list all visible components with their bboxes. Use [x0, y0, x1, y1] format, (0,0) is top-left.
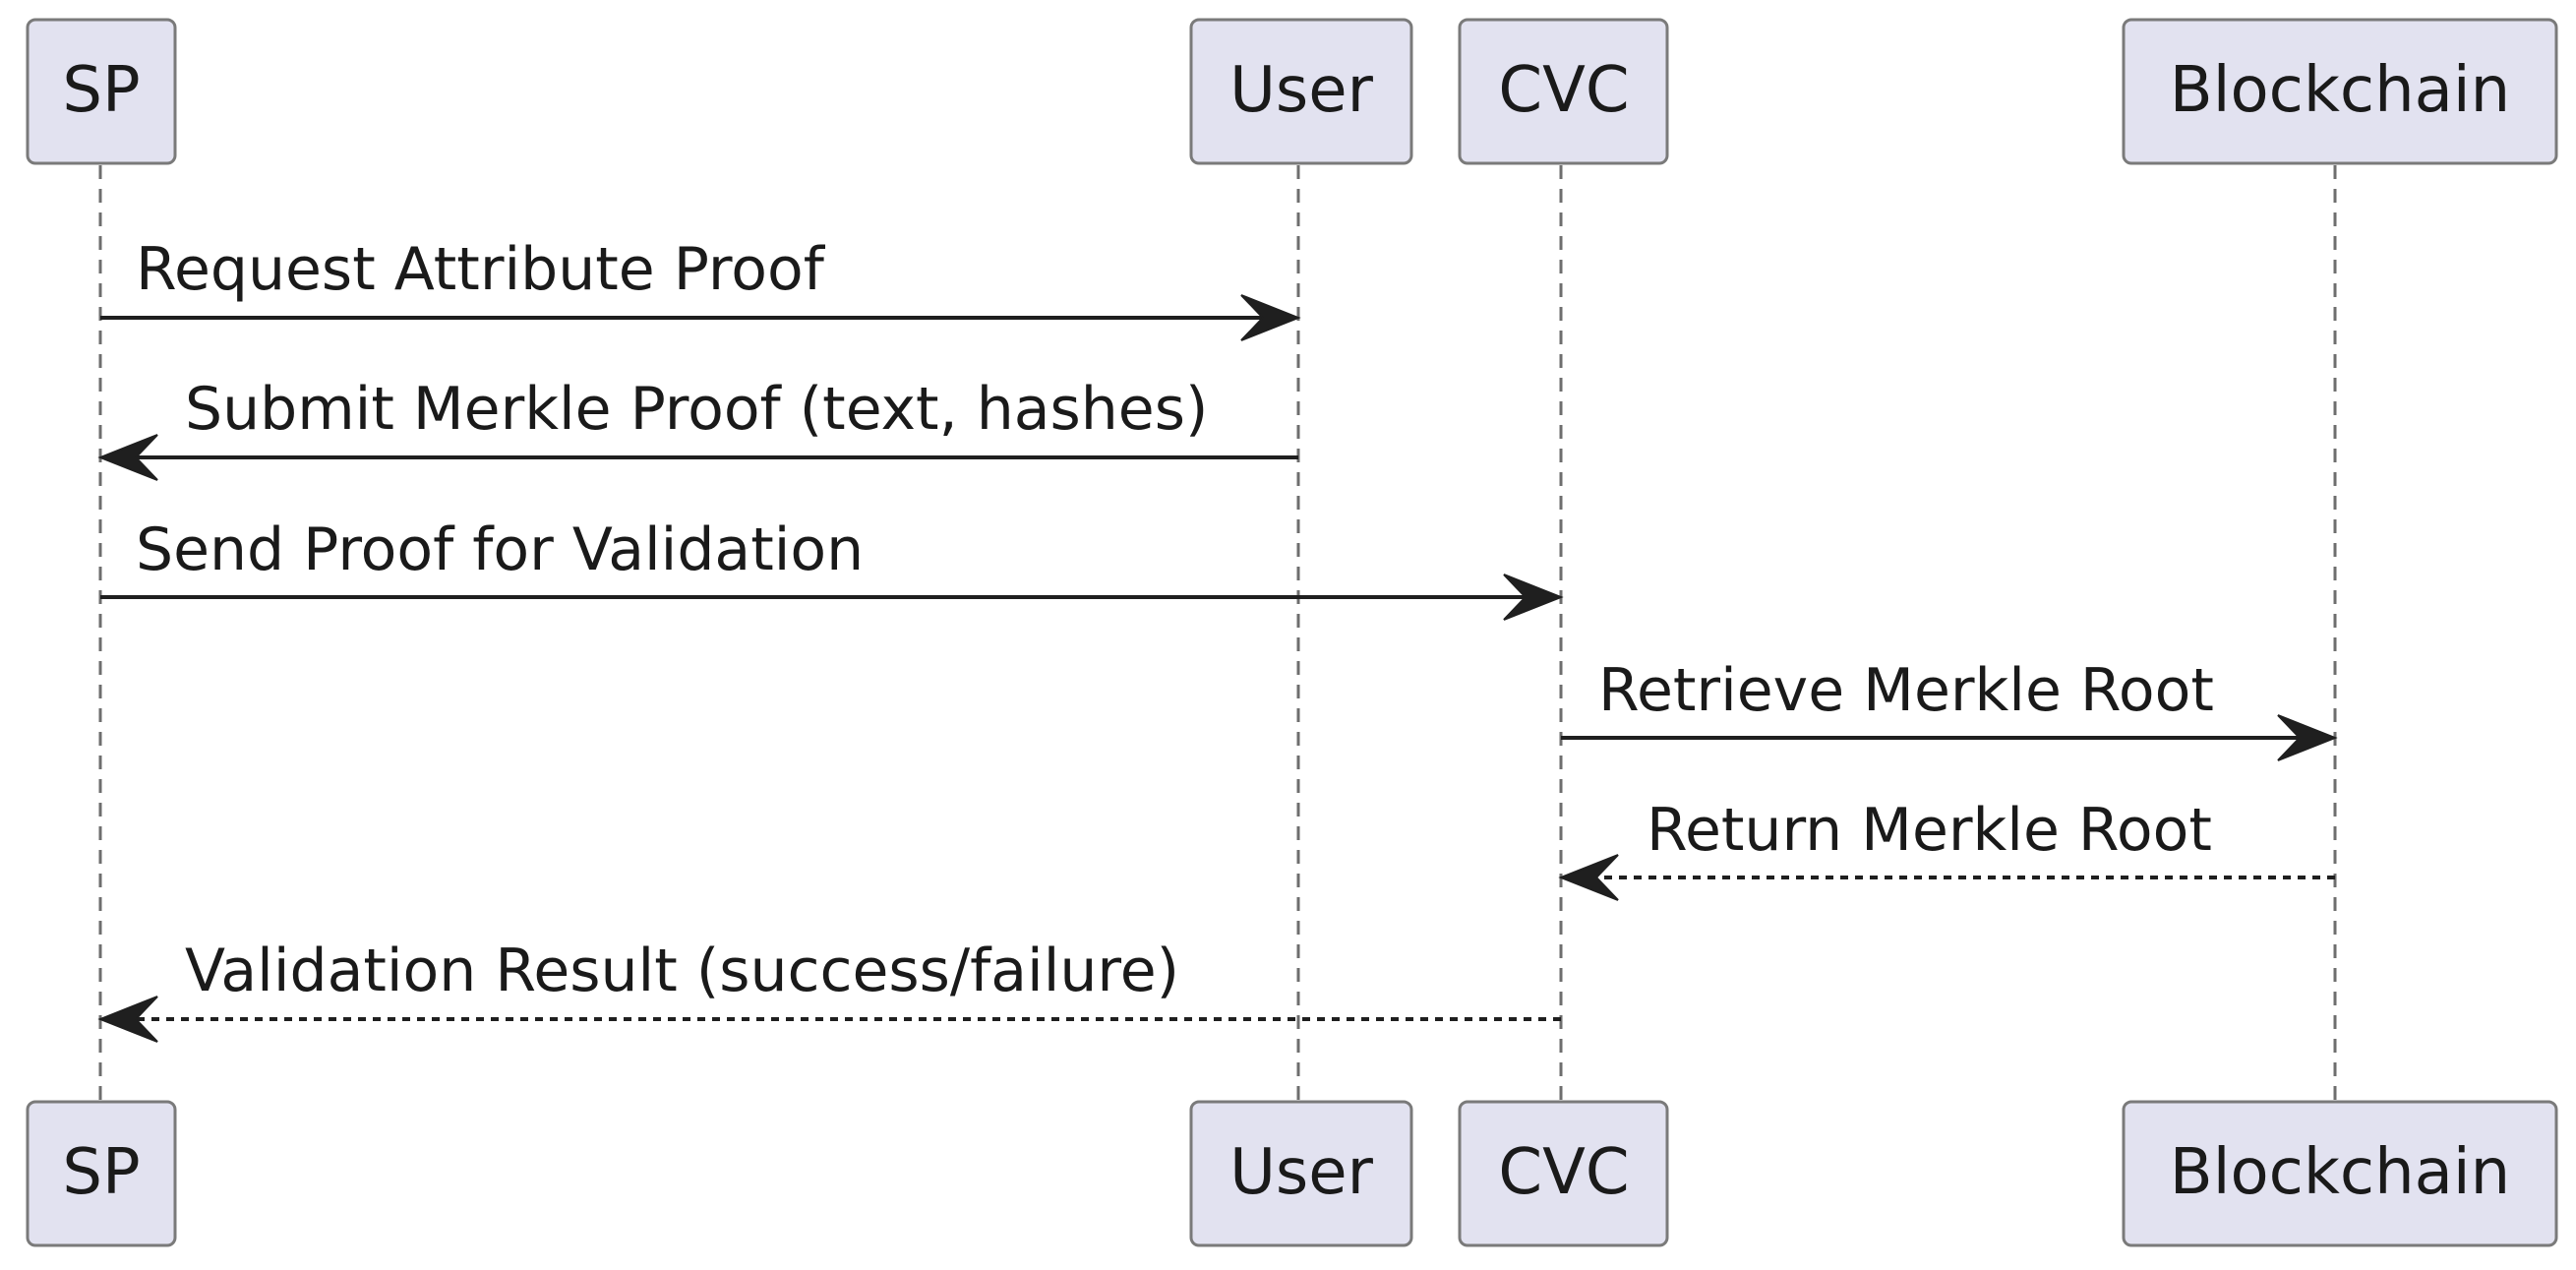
- participant-blockchain-top: Blockchain: [2122, 18, 2558, 165]
- message-label: Validation Result (success/failure): [185, 937, 1179, 1005]
- arrow-head-icon: [97, 996, 158, 1043]
- participant-label: Blockchain: [2170, 54, 2510, 127]
- participant-label: SP: [62, 1136, 140, 1209]
- arrow-head-icon: [2277, 714, 2338, 761]
- participant-label: User: [1229, 1136, 1374, 1209]
- message-label: Submit Merkle Proof (text, hashes): [185, 375, 1208, 444]
- message-label: Send Proof for Validation: [136, 515, 864, 584]
- message-validation-result: Validation Result (success/failure): [97, 937, 1561, 1043]
- message-submit-merkle-proof: Submit Merkle Proof (text, hashes): [97, 375, 1298, 481]
- message-label: Return Merkle Root: [1647, 796, 2212, 865]
- message-request-attribute-proof: Request Attribute Proof: [100, 235, 1301, 341]
- participant-user-bottom: User: [1189, 1100, 1413, 1247]
- participant-sp-bottom: SP: [26, 1100, 177, 1247]
- participant-label: User: [1229, 54, 1374, 127]
- arrow-head-icon: [1503, 574, 1564, 621]
- participant-sp-top: SP: [26, 18, 177, 165]
- message-label: Request Attribute Proof: [136, 235, 826, 304]
- arrow-head-icon: [97, 434, 158, 481]
- participant-blockchain-bottom: Blockchain: [2122, 1100, 2558, 1247]
- messages: Request Attribute Proof Submit Merkle Pr…: [97, 235, 2338, 1043]
- participant-label: Blockchain: [2170, 1136, 2510, 1209]
- participant-label: SP: [62, 54, 140, 127]
- participants-bottom: SP User CVC Blockchain: [26, 1100, 2558, 1247]
- participant-label: CVC: [1498, 1136, 1629, 1209]
- message-retrieve-merkle-root: Retrieve Merkle Root: [1561, 656, 2338, 761]
- message-return-merkle-root: Return Merkle Root: [1558, 796, 2335, 901]
- arrow-head-icon: [1558, 854, 1619, 901]
- participant-cvc-bottom: CVC: [1458, 1100, 1669, 1247]
- message-label: Retrieve Merkle Root: [1598, 656, 2214, 725]
- participant-user-top: User: [1189, 18, 1413, 165]
- message-send-proof-for-validation: Send Proof for Validation: [100, 515, 1564, 621]
- participant-cvc-top: CVC: [1458, 18, 1669, 165]
- participant-label: CVC: [1498, 54, 1629, 127]
- participants-top: SP User CVC Blockchain: [26, 18, 2558, 165]
- arrow-head-icon: [1240, 294, 1301, 341]
